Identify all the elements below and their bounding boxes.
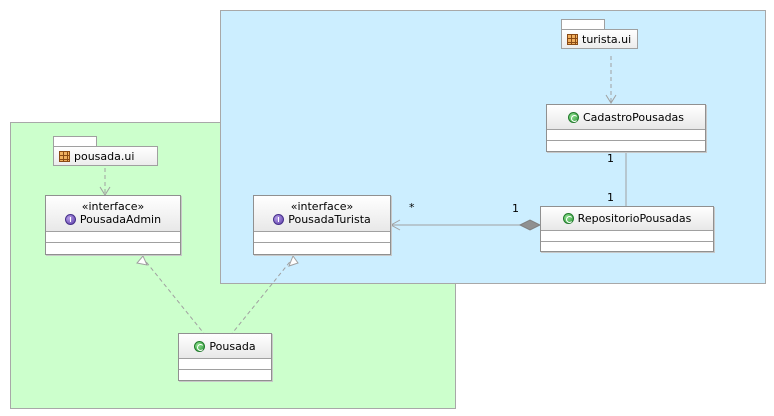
package-tab xyxy=(561,19,605,29)
attributes-section xyxy=(254,232,390,243)
class-name: PousadaAdmin xyxy=(79,213,162,226)
attributes-section xyxy=(541,231,713,242)
aggregation-diamond xyxy=(518,219,542,231)
package-turista-ui[interactable]: turista.ui xyxy=(561,19,638,50)
multiplicity-aggregation-many: * xyxy=(409,201,415,214)
class-header: «interface» PousadaTurista xyxy=(254,196,390,232)
multiplicity-cadastro-side: 1 xyxy=(607,152,614,165)
package-label: turista.ui xyxy=(582,32,632,46)
class-header: RepositorioPousadas xyxy=(541,207,713,231)
stereotype-label: «interface» xyxy=(81,200,145,213)
class-icon xyxy=(194,340,206,352)
attributes-section xyxy=(547,130,705,141)
class-icon xyxy=(567,111,579,123)
multiplicity-repositorio-side: 1 xyxy=(607,191,614,204)
class-header: CadastroPousadas xyxy=(547,105,705,130)
realization-edge-pousada-admin xyxy=(142,257,207,337)
class-pousada[interactable]: Pousada xyxy=(178,333,272,381)
interface-icon xyxy=(273,214,285,225)
multiplicity-aggregation-one: 1 xyxy=(512,202,519,215)
class-header: Pousada xyxy=(179,334,271,359)
realization-arrowhead xyxy=(136,255,148,266)
interface-icon xyxy=(64,214,76,225)
interface-pousada-turista[interactable]: «interface» PousadaTurista xyxy=(253,195,391,255)
interface-pousada-admin[interactable]: «interface» PousadaAdmin xyxy=(45,195,181,255)
package-tab xyxy=(53,136,97,146)
operations-section xyxy=(179,370,271,380)
package-icon xyxy=(567,33,578,45)
operations-section xyxy=(46,243,180,253)
class-name: Pousada xyxy=(209,339,256,353)
package-body: turista.ui xyxy=(561,29,638,49)
class-header: «interface» PousadaAdmin xyxy=(46,196,180,232)
package-body: pousada.ui xyxy=(53,146,158,166)
class-name: PousadaTurista xyxy=(288,213,371,226)
attributes-section xyxy=(179,359,271,370)
class-name: RepositorioPousadas xyxy=(577,212,692,225)
class-cadastro-pousadas[interactable]: CadastroPousadas xyxy=(546,104,706,152)
dependency-arrowhead xyxy=(605,94,617,104)
realization-arrowhead xyxy=(288,254,299,267)
operations-section xyxy=(547,141,705,151)
realization-edge-pousada-turista xyxy=(229,257,294,337)
attributes-section xyxy=(46,232,180,243)
package-pousada-ui[interactable]: pousada.ui xyxy=(53,136,158,167)
aggregation-arrowhead xyxy=(389,219,401,231)
class-name: CadastroPousadas xyxy=(582,110,685,124)
operations-section xyxy=(541,242,713,252)
class-icon xyxy=(562,213,574,224)
operations-section xyxy=(254,243,390,253)
package-icon xyxy=(59,150,70,162)
class-repositorio-pousadas[interactable]: RepositorioPousadas xyxy=(540,206,714,252)
package-label: pousada.ui xyxy=(74,149,135,163)
stereotype-label: «interface» xyxy=(290,200,354,213)
